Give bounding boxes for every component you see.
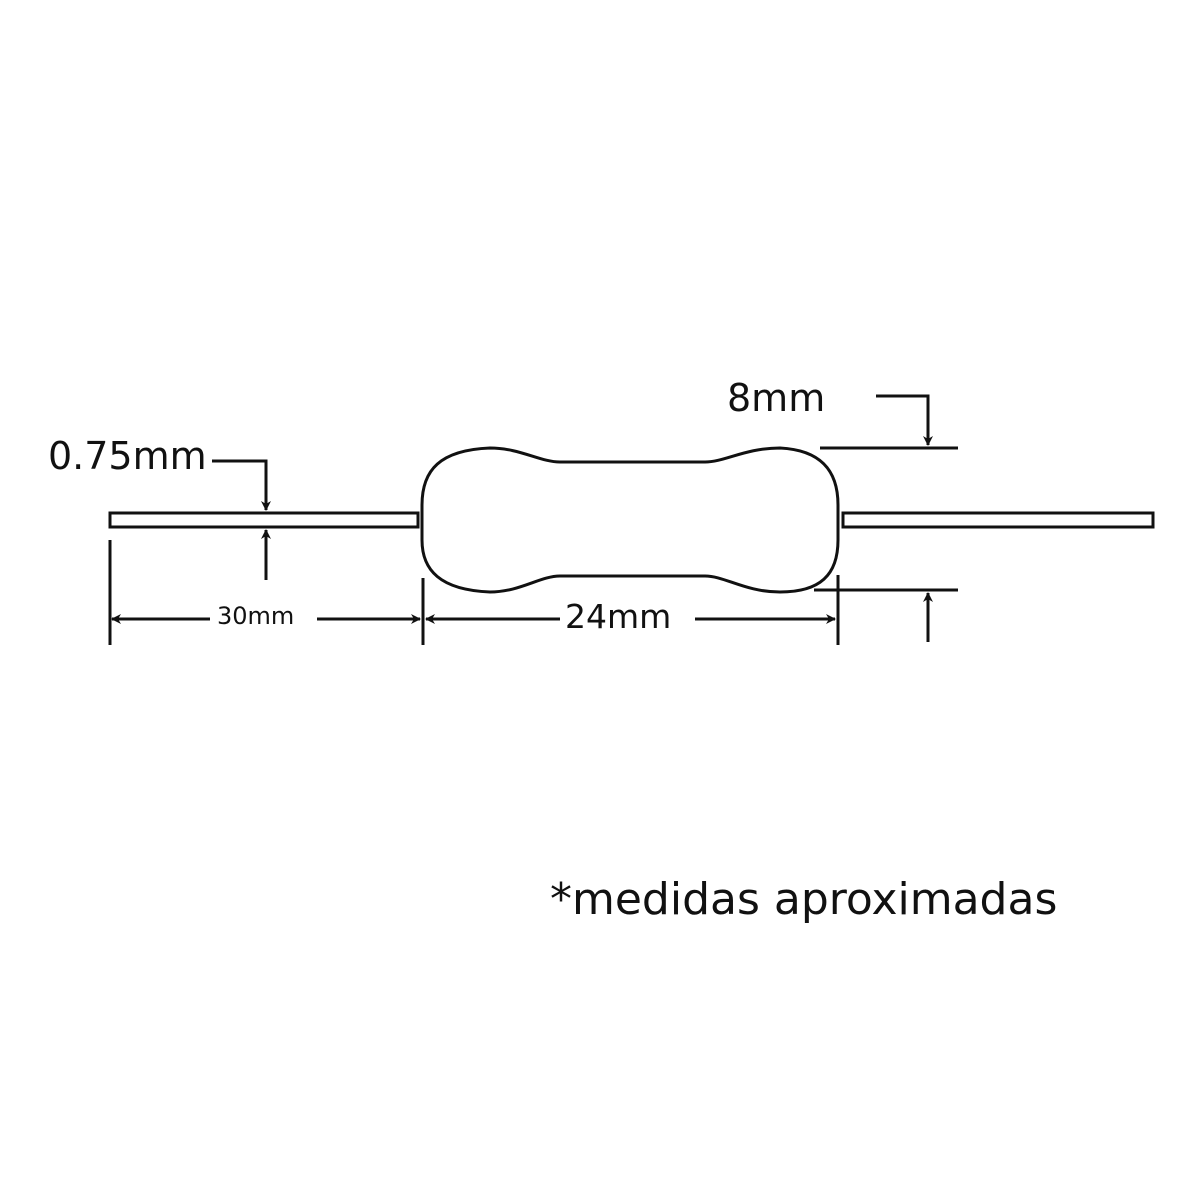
body-length-label: 24mm (565, 597, 672, 636)
lead-diameter-dimension (212, 459, 271, 580)
approximate-measurements-note: *medidas aproximadas (550, 874, 1058, 925)
right-lead (841, 511, 1155, 529)
body-diameter-label: 8mm (727, 376, 826, 420)
lead-length-label: 30mm (217, 602, 295, 630)
length-dimensions (108, 540, 840, 645)
lead-diameter-label: 0.75mm (48, 434, 207, 478)
resistor-body (420, 446, 840, 594)
left-lead (108, 511, 420, 529)
